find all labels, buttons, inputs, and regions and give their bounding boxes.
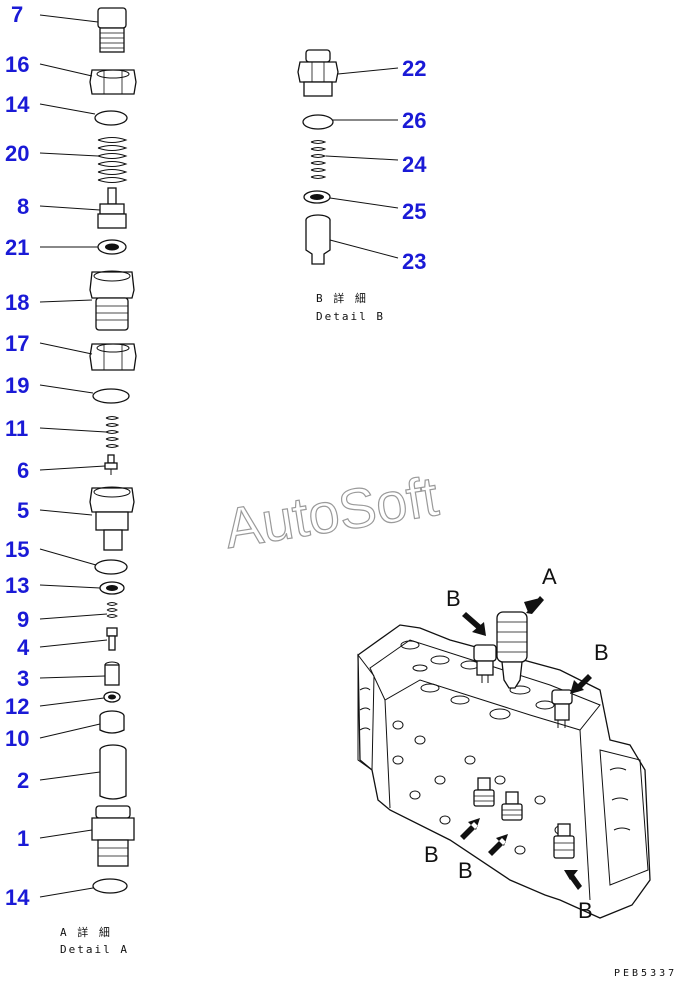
part-6	[104, 454, 118, 475]
part-5	[89, 486, 135, 551]
detail-b-caption-en: Detail B	[316, 310, 385, 323]
callout-9: 9	[17, 607, 29, 632]
part-21	[97, 239, 127, 255]
callout-26: 26	[402, 108, 426, 133]
ref-b-end: B	[578, 898, 593, 923]
callout-10: 10	[5, 726, 29, 751]
part-24	[310, 140, 327, 179]
ref-b-top-right: B	[594, 640, 609, 665]
callout-15: 15	[5, 537, 29, 562]
callout-21: 21	[5, 235, 29, 260]
callout-13: 13	[5, 573, 29, 598]
part-11	[105, 416, 120, 448]
detail-b-leaders	[325, 67, 399, 259]
assembly-refs: A B B B B B	[424, 564, 609, 923]
detail-b-parts	[297, 49, 339, 265]
callout-25: 25	[402, 199, 426, 224]
callout-12: 12	[5, 694, 29, 719]
valve-b5	[553, 823, 575, 859]
pointer-arrows	[460, 594, 592, 890]
drawing-code: PEB5337	[614, 968, 677, 979]
valve-assembly	[357, 611, 651, 919]
part-23	[305, 214, 331, 265]
part-19	[92, 388, 130, 404]
part-9	[106, 602, 118, 618]
callout-3: 3	[17, 666, 29, 691]
callout-16: 16	[5, 52, 29, 77]
part-22	[297, 49, 339, 97]
callout-17: 17	[5, 331, 29, 356]
callout-6: 6	[17, 458, 29, 483]
watermark: AutoSoft	[220, 464, 442, 560]
detail-b-caption-jp: B 詳 細	[316, 291, 368, 305]
part-8	[97, 187, 127, 229]
part-14-bottom	[92, 878, 128, 894]
part-18	[89, 270, 135, 331]
detail-a-caption-en: Detail A	[60, 943, 129, 956]
callout-22: 22	[402, 56, 426, 81]
valve-b3	[473, 777, 495, 807]
part-25	[303, 190, 331, 204]
part-1	[91, 805, 135, 867]
callout-7: 7	[11, 2, 23, 27]
part-14-top	[94, 110, 128, 126]
callout-8: 8	[17, 194, 29, 219]
callout-19: 19	[5, 373, 29, 398]
callout-2: 2	[17, 768, 29, 793]
part-20	[97, 137, 128, 183]
part-7	[97, 7, 127, 53]
callout-24: 24	[402, 152, 427, 177]
ref-b-front-mid: B	[458, 858, 473, 883]
callout-14-bottom: 14	[5, 885, 30, 910]
part-10	[99, 710, 125, 734]
valve-b2	[551, 689, 573, 728]
detail-a-caption-jp: A 詳 細	[60, 925, 112, 939]
valve-a	[496, 611, 528, 689]
part-12	[103, 691, 121, 703]
callout-11: 11	[5, 416, 28, 441]
detail-a-leaders	[39, 14, 108, 898]
top-ports	[400, 640, 555, 720]
part-3	[104, 661, 120, 686]
detail-b-callouts: 22 26 24 25 23	[402, 56, 427, 274]
part-17	[89, 343, 137, 371]
valve-b1	[473, 644, 497, 683]
ref-b-front-left: B	[424, 842, 439, 867]
part-2	[99, 744, 127, 800]
ref-b-top-left: B	[446, 586, 461, 611]
ref-a: A	[542, 564, 557, 589]
part-15	[94, 559, 128, 575]
callout-23: 23	[402, 249, 426, 274]
callout-20: 20	[5, 141, 29, 166]
callout-1: 1	[17, 826, 29, 851]
part-16	[89, 69, 137, 95]
callout-4: 4	[17, 635, 30, 660]
part-13	[99, 581, 125, 595]
part-4	[106, 627, 118, 651]
detail-a-parts	[89, 7, 137, 894]
callout-5: 5	[17, 498, 29, 523]
valve-b4	[501, 791, 523, 821]
callout-18: 18	[5, 290, 29, 315]
detail-a-callouts: 7 16 14 20 8 21 18 17 19 11 6 5 15 13 9 …	[5, 2, 30, 910]
callout-14: 14	[5, 92, 30, 117]
part-26	[302, 114, 334, 130]
